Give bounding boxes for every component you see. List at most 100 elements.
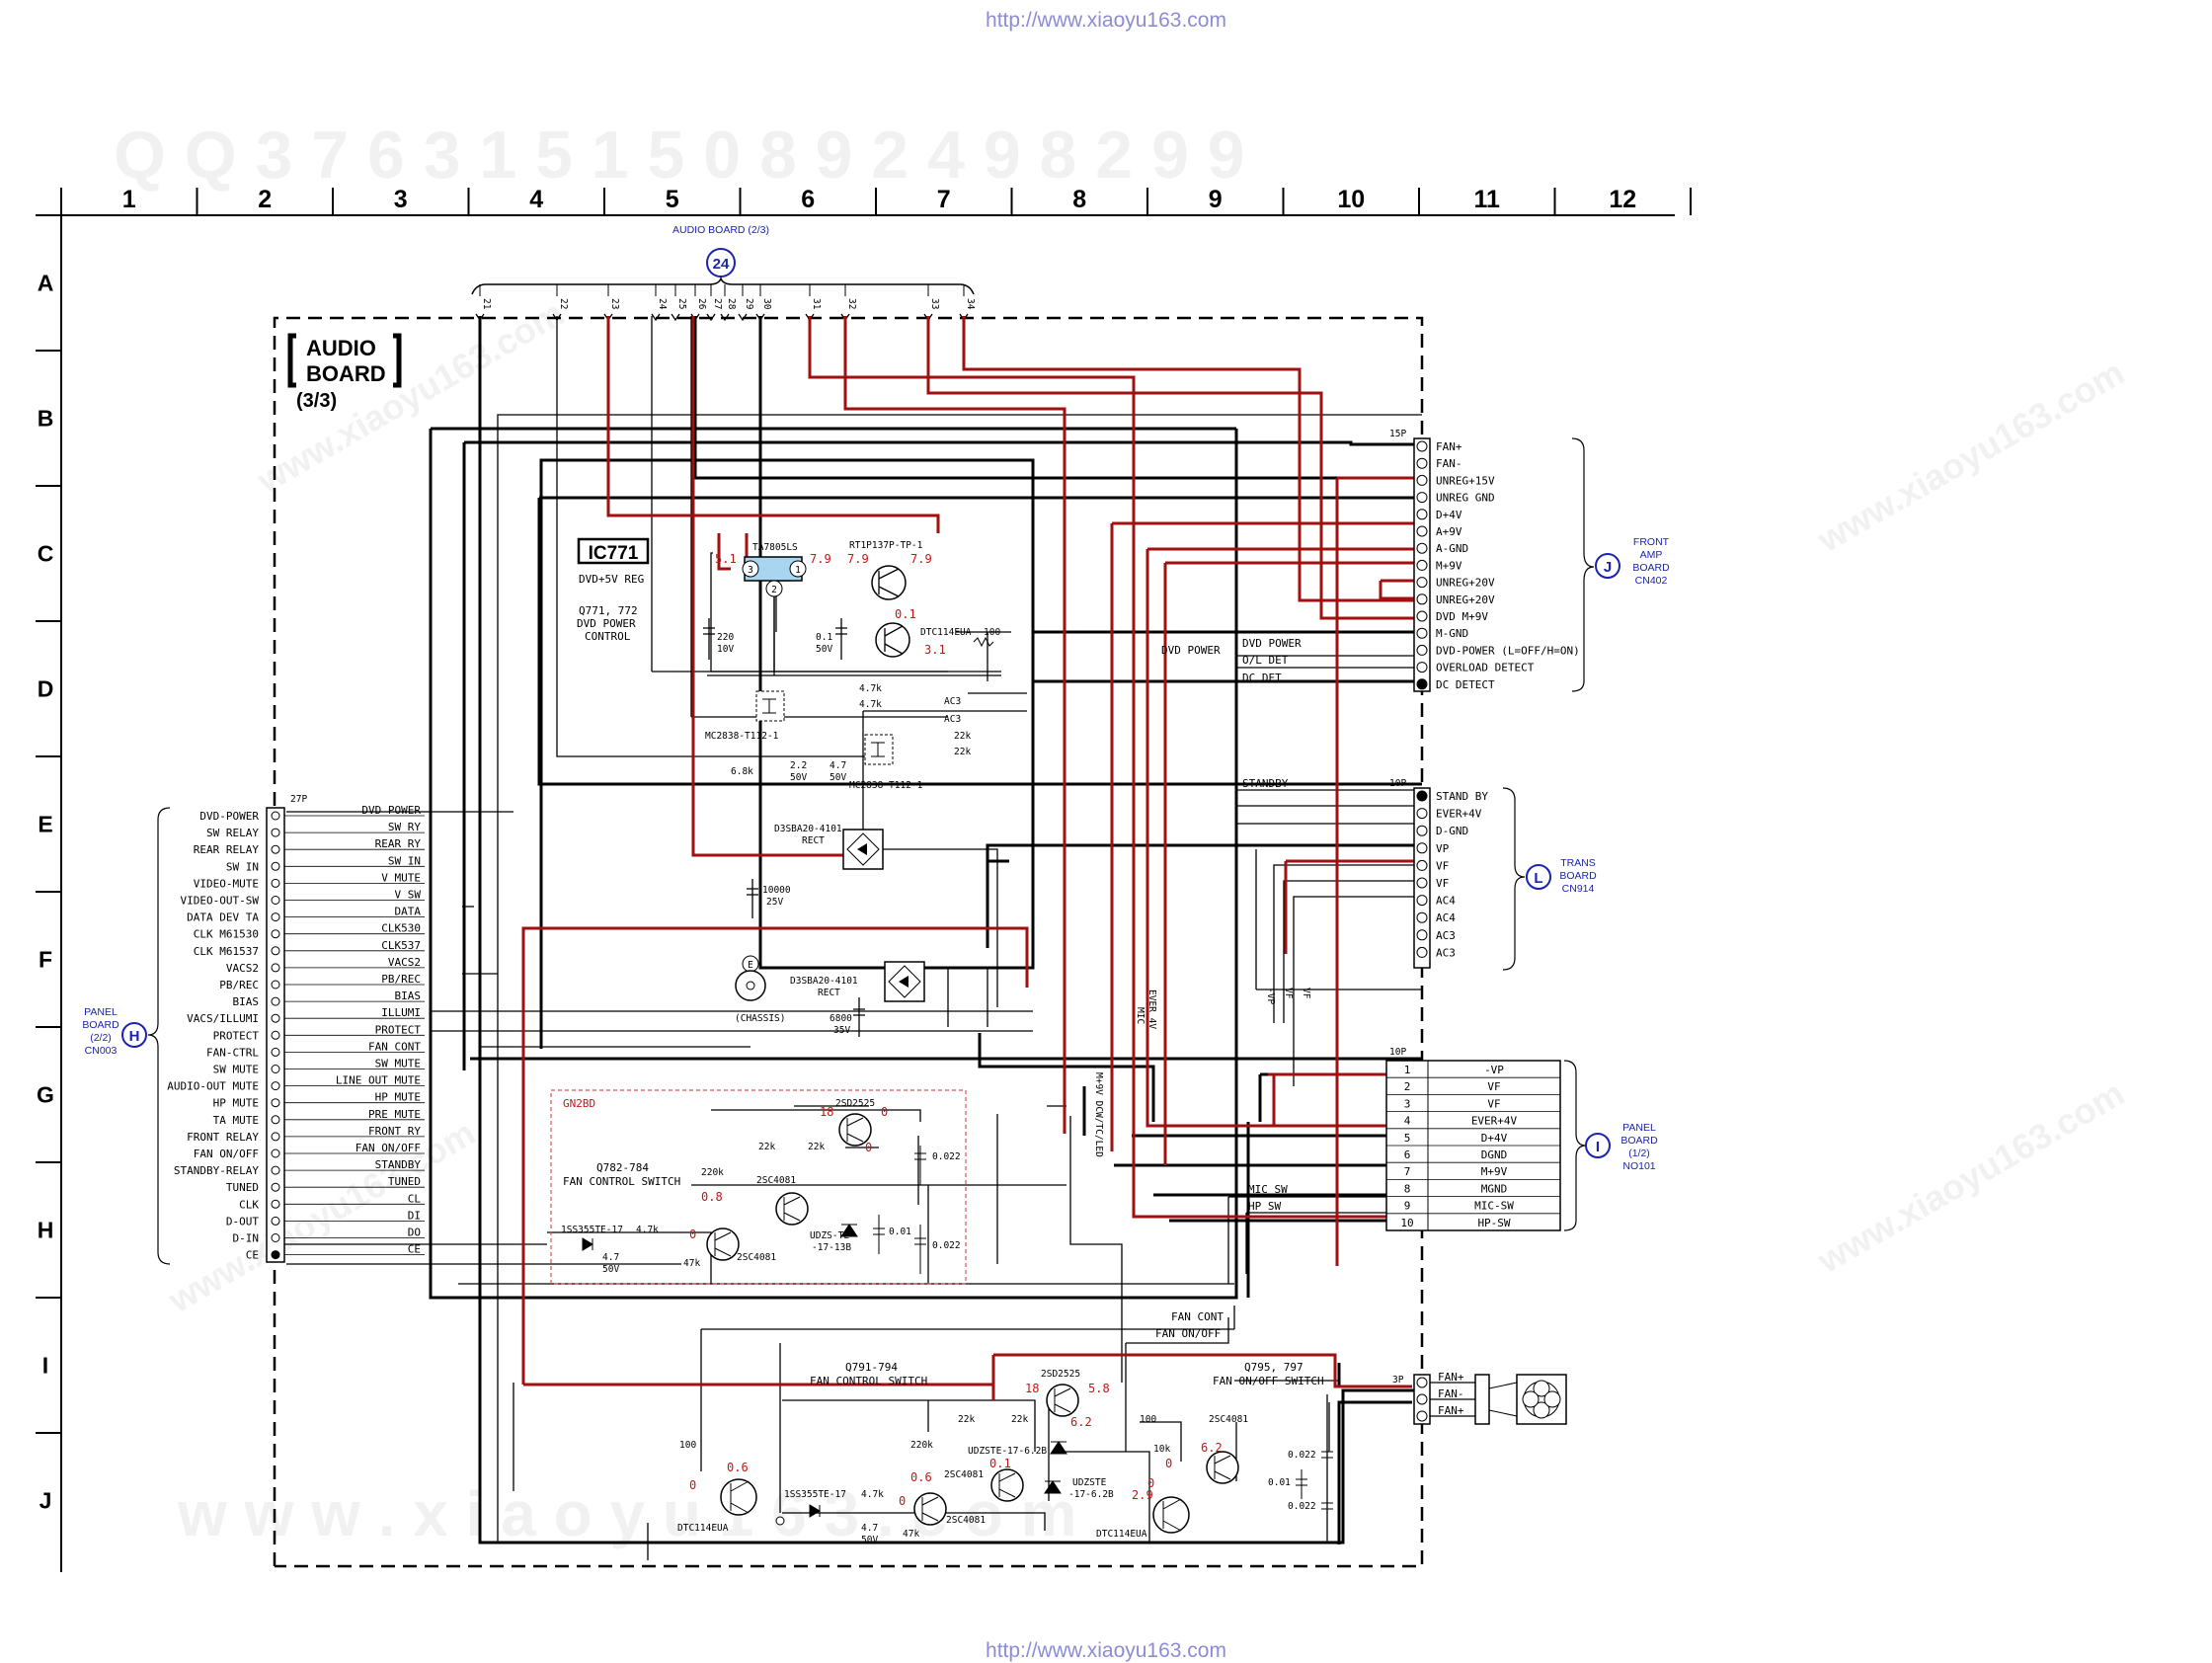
cn-l-pin[interactable] bbox=[1416, 895, 1428, 907]
cn-h-left-label: AUDIO-OUT MUTE bbox=[167, 1080, 259, 1093]
cn-h-pin[interactable] bbox=[271, 1148, 280, 1158]
gn2bd-block: GN2BD Q782-784 FAN CONTROL SWITCH 2SD252… bbox=[550, 1089, 967, 1285]
rect2-capv: 35V bbox=[833, 1025, 850, 1036]
cn-i-pin-label: MGND bbox=[1481, 1182, 1508, 1195]
cn-j-pin[interactable] bbox=[1416, 662, 1428, 673]
cn-h-pin[interactable] bbox=[271, 1182, 280, 1192]
q771-part-a: RT1P137P-TP-1 bbox=[849, 540, 923, 551]
q771-line3: CONTROL bbox=[585, 630, 631, 643]
cn-h-pin[interactable] bbox=[271, 963, 280, 973]
q791-title2: FAN CONTROL SWITCH bbox=[810, 1375, 927, 1387]
cn-h-pin[interactable] bbox=[271, 861, 280, 871]
cn-j-pin[interactable] bbox=[1416, 610, 1428, 622]
rect1-sub: RECT bbox=[802, 835, 825, 846]
connector-l[interactable]: 10P STAND BYEVER+4VD-GNDVPVFVFAC4AC4AC3A… bbox=[1389, 778, 1597, 971]
cn-h-left-label: SW MUTE bbox=[213, 1064, 259, 1076]
cn-h-left-label: CLK M61530 bbox=[194, 928, 259, 941]
cn-h-pin[interactable] bbox=[271, 1115, 280, 1125]
cn-l-pin[interactable] bbox=[1416, 859, 1428, 871]
url-top[interactable]: http://www.xiaoyu163.com bbox=[986, 9, 1226, 32]
cn-j-pin[interactable] bbox=[1416, 594, 1428, 605]
cn-j-pin-label: A+9V bbox=[1436, 525, 1462, 538]
gn2bd-r3: 220k bbox=[701, 1167, 724, 1178]
cn-h-pin[interactable] bbox=[271, 996, 280, 1006]
cn-h-pin[interactable] bbox=[271, 929, 280, 939]
cn-i-pin-label: MIC-SW bbox=[1474, 1200, 1514, 1213]
cn-h-pin[interactable] bbox=[271, 896, 280, 905]
cn-j-pin[interactable] bbox=[1416, 559, 1428, 571]
cn-l-pin-label: EVER+4V bbox=[1436, 808, 1482, 821]
cn-fan-pin[interactable] bbox=[1416, 1410, 1428, 1422]
cn-j-pin[interactable] bbox=[1416, 440, 1428, 452]
cn-l-pin[interactable] bbox=[1416, 790, 1428, 802]
cn-h-pin[interactable] bbox=[271, 1047, 280, 1057]
cn-h-pin[interactable] bbox=[271, 1081, 280, 1091]
q795-v0a: 0 bbox=[1165, 1457, 1172, 1470]
cn-h-pin[interactable] bbox=[271, 878, 280, 888]
cn-h-pin[interactable] bbox=[271, 980, 280, 990]
cn-fan-pin[interactable] bbox=[1416, 1377, 1428, 1388]
connector-fan[interactable]: 3P FAN+FAN-FAN+ bbox=[1392, 1371, 1567, 1425]
cn-h-pin[interactable] bbox=[271, 1013, 280, 1023]
cn-l-pin[interactable] bbox=[1416, 929, 1428, 941]
cn-j-pin[interactable] bbox=[1416, 457, 1428, 469]
cn-h-pin[interactable] bbox=[271, 1065, 280, 1073]
cn-l-pin[interactable] bbox=[1416, 808, 1428, 820]
cn-l-pin[interactable] bbox=[1416, 842, 1428, 854]
cn-h-pin[interactable] bbox=[271, 1132, 280, 1142]
cn-h-pin[interactable] bbox=[271, 946, 280, 956]
mc2838-block: MC2838-T112-1 4.7k 4.7k AC3 AC3 MC2838-T… bbox=[705, 683, 971, 791]
cn-j-pin[interactable] bbox=[1416, 577, 1428, 589]
url-bottom[interactable]: http://www.xiaoyu163.com bbox=[986, 1639, 1226, 1662]
row-label: D bbox=[38, 676, 54, 702]
cn-i-board-1: PANEL bbox=[1622, 1122, 1656, 1134]
cn-h-pin[interactable] bbox=[271, 1165, 280, 1175]
cn-j-pin[interactable] bbox=[1416, 542, 1428, 554]
cn-l-pin[interactable] bbox=[1416, 825, 1428, 836]
cn-h-pin[interactable] bbox=[271, 811, 280, 821]
cn-h-pin[interactable] bbox=[271, 1250, 280, 1260]
cn-h-right-label: DATA bbox=[395, 906, 422, 918]
q791-r1: 22k bbox=[958, 1414, 975, 1425]
cn-h-pin[interactable] bbox=[271, 828, 280, 837]
gn2bd-title1: Q782-784 bbox=[596, 1161, 649, 1174]
cn-h-right-label: STANDBY bbox=[375, 1158, 422, 1171]
row-label: A bbox=[38, 271, 54, 296]
cn-i-pin-label: D+4V bbox=[1481, 1132, 1508, 1145]
cn-l-pin[interactable] bbox=[1416, 946, 1428, 958]
cn-i-brace bbox=[1563, 1060, 1587, 1231]
vnet-vp: -VP bbox=[1265, 988, 1276, 1004]
cn-h-right-label: PRE MUTE bbox=[368, 1108, 421, 1121]
cn-l-pin[interactable] bbox=[1416, 877, 1428, 889]
cn-j-pin[interactable] bbox=[1416, 678, 1428, 690]
cn-h-pin[interactable] bbox=[271, 1199, 280, 1209]
cn-h-pin[interactable] bbox=[271, 1030, 280, 1040]
cn-h-pin[interactable] bbox=[271, 912, 280, 922]
gn2bd-v0b: 0 bbox=[865, 1141, 872, 1154]
cn-j-pin[interactable] bbox=[1416, 492, 1428, 504]
cn-h-right-label: DO bbox=[408, 1227, 421, 1239]
vnet-m9v: M+9V DCW/TC/LED bbox=[1093, 1072, 1104, 1157]
gn2bd-v0c: 0 bbox=[689, 1227, 696, 1241]
cn-j-pin[interactable] bbox=[1416, 644, 1428, 656]
cn-h-pin[interactable] bbox=[271, 1098, 280, 1108]
cn-j-pin[interactable] bbox=[1416, 525, 1428, 537]
cn-l-pin[interactable] bbox=[1416, 911, 1428, 923]
cn-j-pin[interactable] bbox=[1416, 627, 1428, 639]
board-title: AUDIO BOARD (3/3) bbox=[287, 333, 402, 412]
mc2838-c6: 4.7 bbox=[830, 760, 846, 771]
cn-h-pin[interactable] bbox=[271, 844, 280, 854]
cn-i-pin-number: 8 bbox=[1404, 1182, 1411, 1195]
cn-h-right-label: V MUTE bbox=[381, 871, 421, 884]
cn-h-right-label: BIAS bbox=[395, 990, 422, 1002]
cn-j-pin[interactable] bbox=[1416, 509, 1428, 520]
cn-fan-pin[interactable] bbox=[1416, 1393, 1428, 1405]
cn-h-pin[interactable] bbox=[271, 1233, 280, 1242]
gn2bd-q-low: 2SC4081 bbox=[737, 1252, 776, 1263]
cn-h-pin[interactable] bbox=[271, 1216, 280, 1226]
cn-j-board-4: CN402 bbox=[1635, 575, 1668, 587]
cn-j-pin[interactable] bbox=[1416, 474, 1428, 486]
